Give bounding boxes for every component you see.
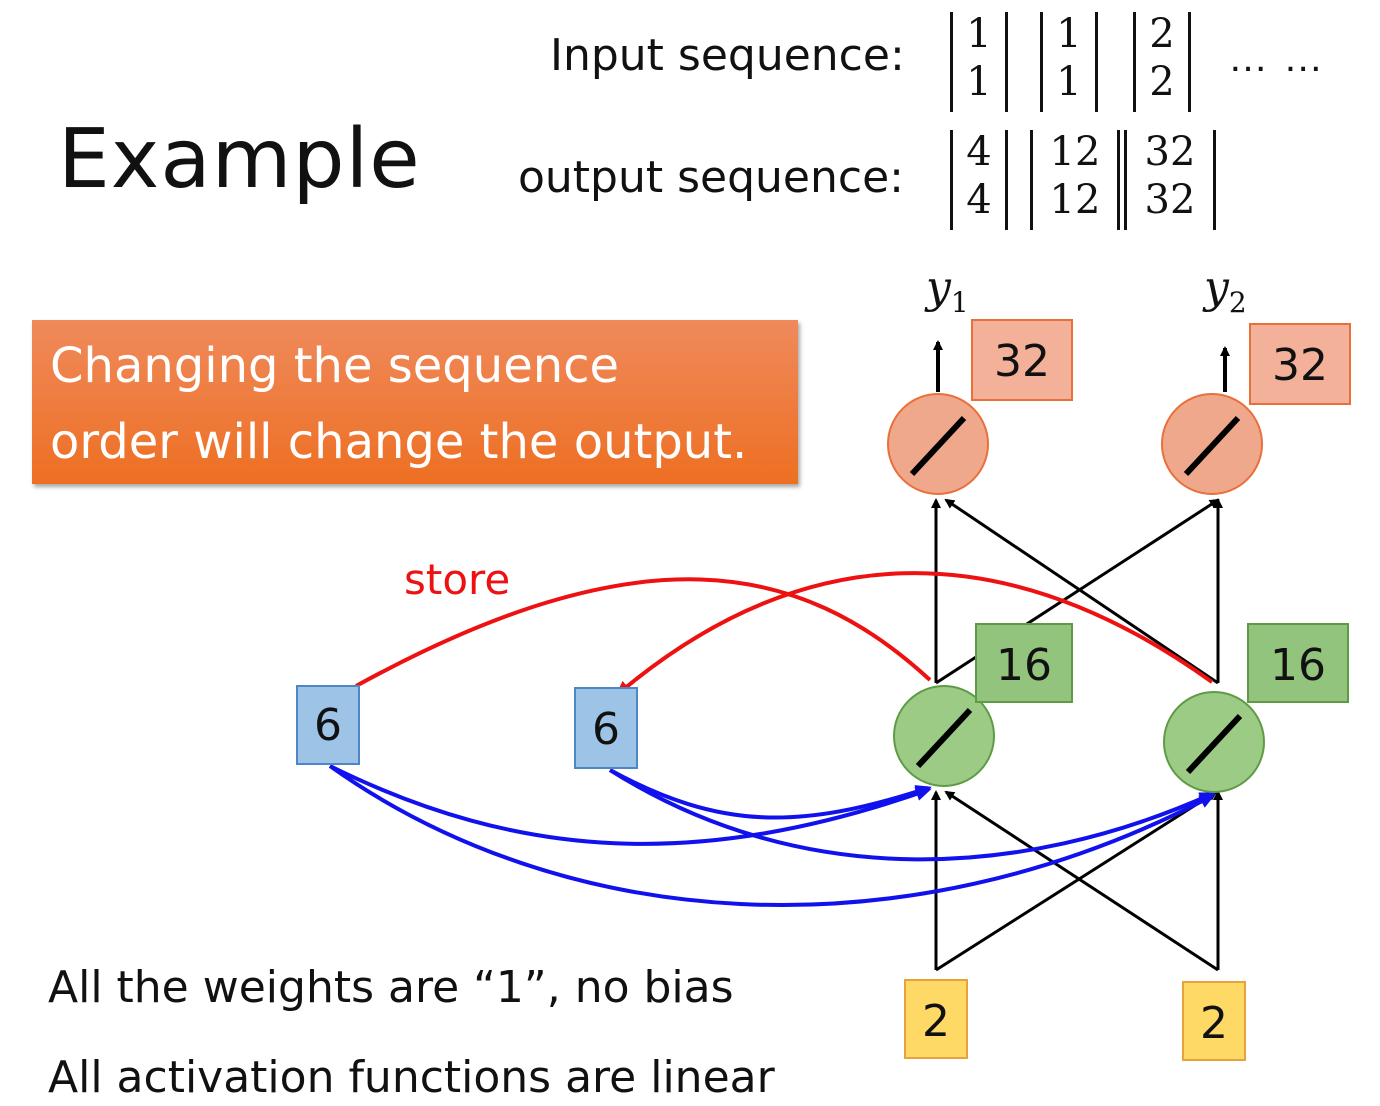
output-vector-2-top: 12 xyxy=(1049,129,1101,175)
note-activation: All activation functions are linear xyxy=(48,1052,775,1103)
memory-box-1 xyxy=(296,685,360,765)
memory-arrow-m2-h1 xyxy=(609,768,932,820)
hidden-value-box-1 xyxy=(975,623,1073,703)
memory-value-2: 6 xyxy=(592,704,620,755)
output-label-1: y1 xyxy=(924,262,969,319)
hidden-value-box-2 xyxy=(1247,623,1349,703)
input-vector-3-top: 2 xyxy=(1149,11,1175,57)
callout-box: Changing the sequence order will change … xyxy=(32,320,798,484)
output-neuron-2 xyxy=(1161,393,1263,495)
edge-x2-h1 xyxy=(944,790,1219,972)
slide-title: Example xyxy=(58,112,421,207)
input-vector-3: 2 2 xyxy=(1133,11,1191,112)
store-arrow-2 xyxy=(614,571,1214,697)
output-value-2: 32 xyxy=(1272,340,1328,391)
input-value-1: 2 xyxy=(922,996,950,1047)
memory-arrow-m1-h2 xyxy=(328,764,1216,907)
hidden-neuron-1 xyxy=(893,685,995,787)
input-vector-3-bottom: 2 xyxy=(1149,59,1175,105)
input-vector-2: 1 1 xyxy=(1040,11,1098,112)
output-sequence-label: output sequence: xyxy=(518,152,904,203)
note-weights: All the weights are “1”, no bias xyxy=(48,962,734,1013)
callout-line-1: Changing the sequence xyxy=(50,338,620,394)
hidden-value-1: 16 xyxy=(996,640,1052,691)
output-vector-2-bottom: 12 xyxy=(1049,177,1101,223)
output-value-box-2 xyxy=(1249,323,1351,405)
hidden-neuron-2 xyxy=(1163,691,1265,793)
output-vector-3: 32 32 xyxy=(1124,129,1216,230)
edge-x1-h2 xyxy=(935,790,1218,972)
output-vector-1: 4 4 xyxy=(950,129,1008,230)
input-vector-2-top: 1 xyxy=(1056,11,1082,57)
store-arrow-1 xyxy=(355,577,932,688)
hidden-value-2: 16 xyxy=(1270,640,1326,691)
callout-line-2: order will change the output. xyxy=(50,414,748,470)
output-neuron-1 xyxy=(887,393,989,495)
input-sequence-label: Input sequence: xyxy=(550,30,905,81)
output-vector-1-top: 4 xyxy=(966,129,992,175)
output-vector-2: 12 12 xyxy=(1030,129,1120,230)
memory-box-2 xyxy=(574,687,638,769)
memory-value-1: 6 xyxy=(314,700,342,751)
memory-arrow-m1-h1 xyxy=(329,764,932,846)
input-vector-1-top: 1 xyxy=(966,11,992,57)
output-vector-1-bottom: 4 xyxy=(966,177,992,223)
input-box-2 xyxy=(1182,981,1246,1061)
store-label: store xyxy=(404,555,510,604)
input-vector-2-bottom: 1 xyxy=(1056,59,1082,105)
memory-arrow-m2-h2 xyxy=(608,768,1216,862)
edge-h2-o1 xyxy=(944,498,1219,685)
output-value-box-1 xyxy=(971,319,1073,401)
output-vector-3-bottom: 32 xyxy=(1144,177,1196,223)
input-box-1 xyxy=(904,979,968,1059)
output-value-1: 32 xyxy=(994,336,1050,387)
input-vector-1: 1 1 xyxy=(950,11,1008,112)
output-label-2: y2 xyxy=(1202,262,1247,319)
input-vector-1-bottom: 1 xyxy=(966,59,992,105)
input-value-2: 2 xyxy=(1200,998,1228,1049)
sequence-continuation: … … xyxy=(1228,36,1326,80)
output-vector-3-top: 32 xyxy=(1144,129,1196,175)
